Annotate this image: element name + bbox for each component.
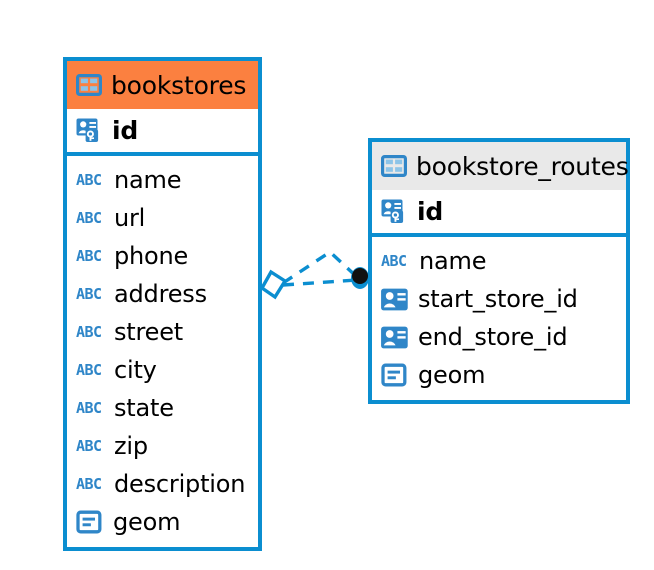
field-label: start_store_id	[418, 285, 578, 313]
entity-title: bookstore_routes	[416, 151, 629, 181]
primary-key-icon	[76, 118, 99, 142]
relationship-line-lower	[282, 278, 358, 287]
field-label: name	[114, 166, 182, 194]
field-row-geom[interactable]: geom	[372, 356, 626, 394]
field-label: geom	[113, 508, 181, 536]
entity-header-bookstore-routes: bookstore_routes	[372, 142, 629, 190]
field-row-state[interactable]: ABC state	[67, 389, 258, 427]
field-label: state	[114, 394, 174, 422]
field-label: zip	[114, 432, 148, 460]
relationship-line-upper	[282, 249, 359, 285]
entity-bookstore-routes[interactable]: bookstore_routes id ABC name	[368, 138, 630, 404]
entity-title: bookstores	[111, 70, 247, 100]
diamond-marker	[259, 269, 288, 300]
geometry-icon	[76, 510, 102, 534]
field-label: description	[114, 470, 246, 498]
field-row-street[interactable]: ABC street	[67, 313, 258, 351]
abc-icon: ABC	[76, 360, 102, 379]
geometry-icon	[381, 363, 407, 387]
field-label: street	[114, 318, 183, 346]
field-label: url	[114, 204, 146, 232]
field-label: end_store_id	[418, 323, 568, 351]
abc-icon: ABC	[76, 322, 102, 341]
field-label: name	[419, 247, 487, 275]
field-row-start-store-id[interactable]: start_store_id	[372, 280, 626, 318]
field-label-primary-key: id	[417, 197, 444, 226]
field-row-zip[interactable]: ABC zip	[67, 427, 258, 465]
field-label: phone	[114, 242, 189, 270]
abc-icon: ABC	[381, 251, 407, 270]
abc-icon: ABC	[76, 398, 102, 417]
abc-icon: ABC	[76, 474, 102, 493]
field-row-geom[interactable]: geom	[67, 503, 258, 541]
field-row-city[interactable]: ABC city	[67, 351, 258, 389]
field-row-primary-key[interactable]: id	[372, 190, 626, 237]
abc-icon: ABC	[76, 436, 102, 455]
abc-icon: ABC	[76, 246, 102, 265]
field-label-primary-key: id	[112, 116, 139, 145]
field-label: geom	[418, 361, 486, 389]
abc-icon: ABC	[76, 170, 102, 189]
field-label: address	[114, 280, 207, 308]
field-row-end-store-id[interactable]: end_store_id	[372, 318, 626, 356]
field-row-address[interactable]: ABC address	[67, 275, 258, 313]
field-list-bookstores: ABC name ABC url ABC phone ABC address A…	[67, 156, 258, 547]
primary-key-icon	[381, 199, 404, 223]
field-row-primary-key[interactable]: id	[67, 109, 258, 156]
field-row-url[interactable]: ABC url	[67, 199, 258, 237]
filled-circle-marker-ring	[351, 267, 369, 289]
field-row-phone[interactable]: ABC phone	[67, 237, 258, 275]
field-row-description[interactable]: ABC description	[67, 465, 258, 503]
abc-icon: ABC	[76, 284, 102, 303]
field-list-bookstore-routes: ABC name start_store_id	[372, 237, 626, 400]
entity-header-bookstores: bookstores	[67, 61, 258, 109]
table-icon	[381, 155, 407, 177]
field-row-name[interactable]: ABC name	[67, 161, 258, 199]
filled-circle-marker	[352, 268, 368, 284]
field-row-name[interactable]: ABC name	[372, 242, 626, 280]
foreign-key-icon	[381, 326, 408, 348]
entity-bookstores[interactable]: bookstores id ABC name ABC	[63, 57, 262, 551]
foreign-key-icon	[381, 288, 408, 310]
table-icon	[76, 74, 102, 96]
abc-icon: ABC	[76, 208, 102, 227]
field-label: city	[114, 356, 157, 384]
